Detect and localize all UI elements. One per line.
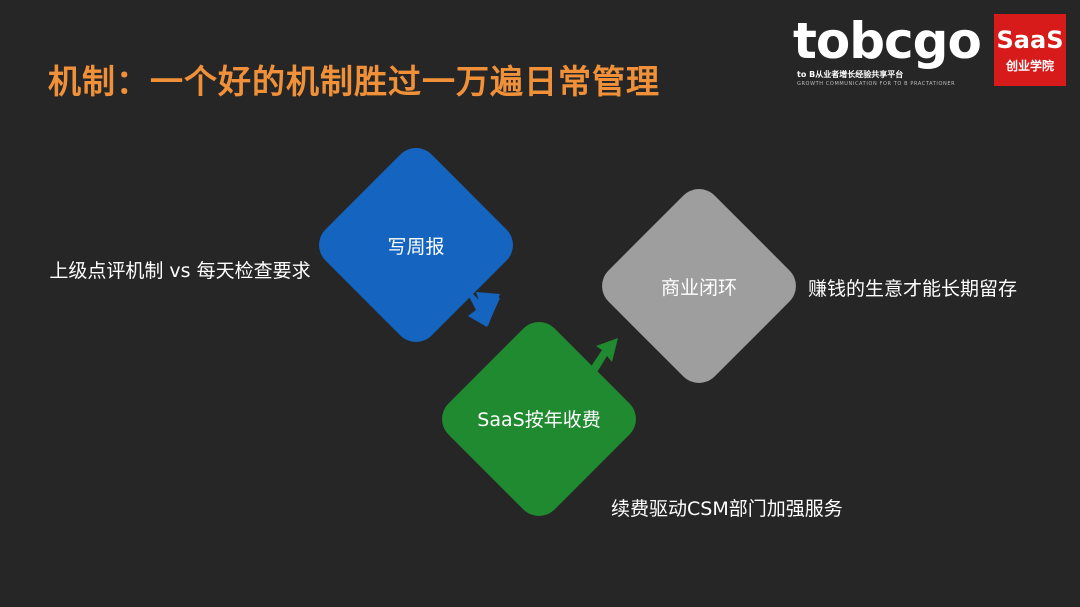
- page-title: 机制：一个好的机制胜过一万遍日常管理: [48, 62, 660, 101]
- saas-logo-text: SaaS: [996, 26, 1064, 54]
- arrow-report-to-saas-tip: [476, 292, 500, 326]
- node-weekly-report: [319, 148, 513, 342]
- node-business-loop-label: 商业闭环: [660, 277, 737, 299]
- saas-logo-subtext: 创业学院: [1005, 59, 1054, 73]
- tobcgo-logo: tobcgo to B从业者增长经验共享平台 GROWTH COMMUNICAT…: [793, 10, 983, 90]
- node-saas-annual-billing: [442, 322, 636, 516]
- tobcgo-logo-tagline: GROWTH COMMUNICATION FOR TO B PRACTATION…: [797, 81, 956, 87]
- tobcgo-logo-wordmark: tobcgo: [793, 12, 982, 70]
- node-business-loop: [602, 189, 796, 383]
- saas-academy-logo: SaaS 创业学院: [994, 14, 1066, 86]
- node-saas-annual-billing-label: SaaS按年收费: [477, 409, 601, 431]
- tobcgo-logo-subtitle: to B从业者增长经验共享平台: [797, 70, 904, 79]
- note-renewal-drives-csm: 续费驱动CSM部门加强服务: [611, 498, 843, 520]
- note-profitable-retention: 赚钱的生意才能长期留存: [808, 278, 1018, 300]
- arrow-saas-to-loop: [590, 338, 618, 374]
- note-review-mechanism: 上级点评机制 vs 每天检查要求: [49, 260, 311, 282]
- node-weekly-report-label: 写周报: [387, 236, 445, 258]
